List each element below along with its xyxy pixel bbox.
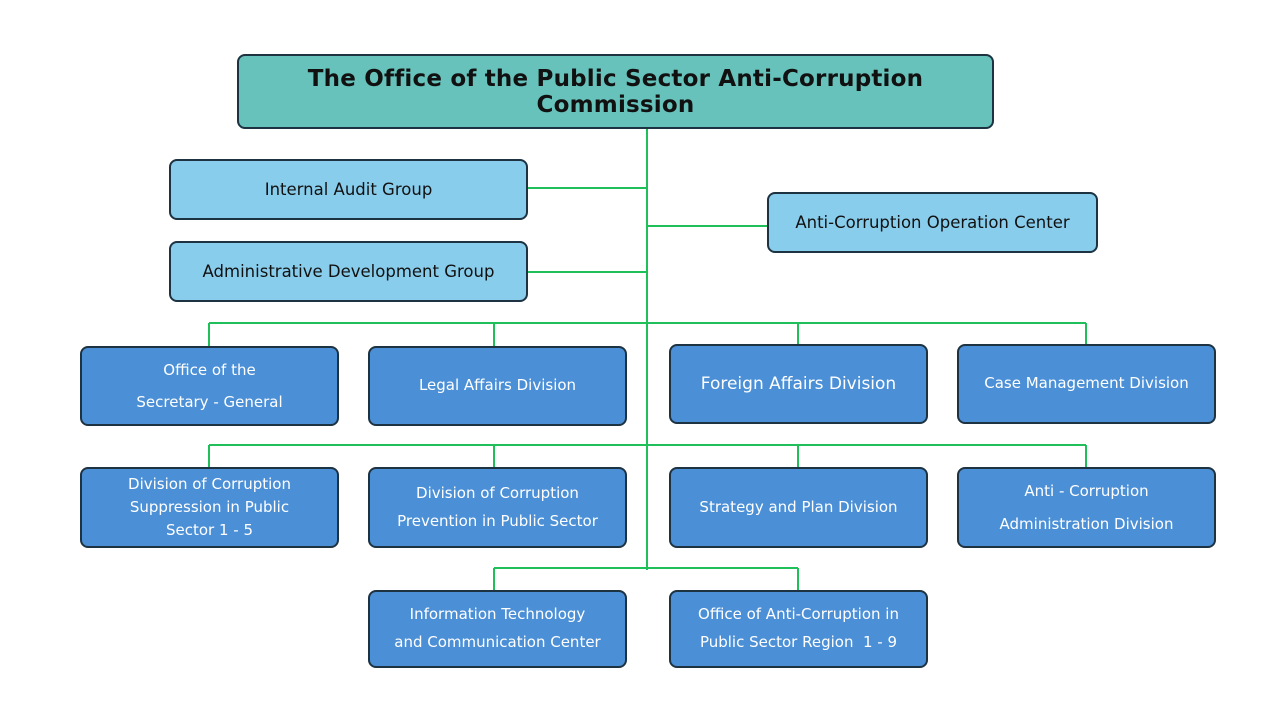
strategy-and-plan-division-label: Strategy and Plan Division [699,497,898,516]
anti-corruption-administration-division-line1: Anti - Corruption [1024,482,1149,501]
it-communication-center-line1: Information Technology [409,605,586,624]
case-management-division-label: Case Management Division [984,374,1189,393]
corruption-suppression-division-line3: Sector 1 - 5 [165,521,254,540]
case-management-division-box: Case Management Division [957,344,1216,424]
regional-anti-corruption-office-line1: Office of Anti-Corruption in [698,605,899,624]
anti-corruption-administration-division-line2: Administration Division [999,514,1174,533]
it-communication-center-box: Information Technology and Communication… [368,590,627,668]
anti-corruption-administration-division-box: Anti - Corruption Administration Divisio… [957,467,1216,548]
corruption-suppression-division-box: Division of Corruption Suppression in Pu… [80,467,339,548]
corruption-prevention-division-box: Division of Corruption Prevention in Pub… [368,467,627,548]
commission-title-box: The Office of the Public Sector Anti-Cor… [237,54,994,129]
legal-affairs-division-label: Legal Affairs Division [418,376,577,395]
office-of-secretary-general-line2: Secretary - General [136,393,283,411]
legal-affairs-division-box: Legal Affairs Division [368,346,627,426]
anti-corruption-operation-center-box: Anti-Corruption Operation Center [767,192,1098,253]
strategy-and-plan-division-box: Strategy and Plan Division [669,467,928,548]
foreign-affairs-division-label: Foreign Affairs Division [700,373,897,394]
regional-anti-corruption-office-line2: Public Sector Region 1 - 9 [699,633,898,651]
administrative-development-group-label: Administrative Development Group [202,262,495,281]
corruption-suppression-division-line1: Division of Corruption [128,474,291,493]
corruption-prevention-division-line1: Division of Corruption [416,483,579,502]
it-communication-center-line2: and Communication Center [394,633,601,651]
administrative-development-group-box: Administrative Development Group [169,241,528,302]
office-of-secretary-general-line1: Office of the [163,360,256,379]
anti-corruption-operation-center-label: Anti-Corruption Operation Center [795,213,1070,232]
corruption-suppression-division-line2: Suppression in Public [129,497,290,516]
commission-title: The Office of the Public Sector Anti-Cor… [307,65,924,118]
internal-audit-group-box: Internal Audit Group [169,159,528,220]
foreign-affairs-division-box: Foreign Affairs Division [669,344,928,424]
office-of-secretary-general-box: Office of the Secretary - General [80,346,339,426]
corruption-prevention-division-line2: Prevention in Public Sector [397,511,598,530]
internal-audit-group-label: Internal Audit Group [264,180,433,199]
regional-anti-corruption-office-box: Office of Anti-Corruption in Public Sect… [669,590,928,668]
